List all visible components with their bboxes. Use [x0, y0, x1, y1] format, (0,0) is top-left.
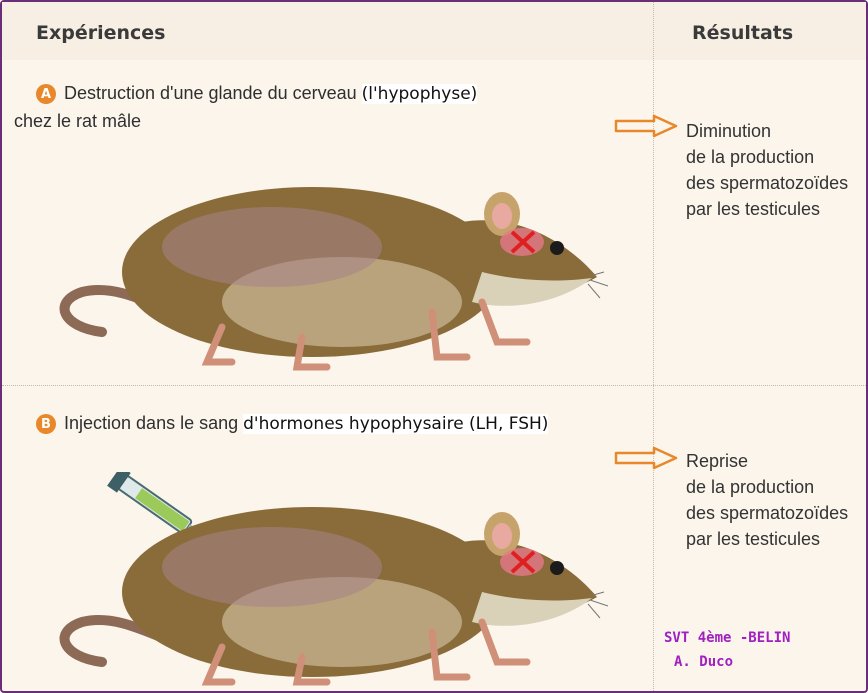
experiment-b-text: Injection dans le sang d'hormones hypoph…	[64, 410, 548, 437]
experiences-title: Expériences	[36, 22, 165, 44]
result-b-line: des spermatozoïdes	[686, 500, 866, 526]
arrow-right-icon	[614, 114, 680, 138]
result-b-line: de la production	[686, 474, 866, 500]
experiment-b-handwritten: d'hormones hypophysaire (LH, FSH)	[243, 414, 548, 434]
results-title: Résultats	[692, 22, 793, 44]
experiment-a-line2: chez le rat mâle	[14, 108, 141, 134]
badge-a-icon: A	[36, 84, 56, 104]
rat-a-illustration	[42, 152, 612, 372]
result-a: Diminution de la production des spermato…	[686, 118, 866, 222]
result-a-line: des spermatozoïdes	[686, 170, 866, 196]
arrow-right-icon	[614, 446, 680, 470]
result-a-line: de la production	[686, 144, 866, 170]
result-a-line: par les testicules	[686, 196, 866, 222]
result-b-line: Reprise	[686, 448, 866, 474]
experiment-a-handwritten: (l'hypophyse)	[362, 84, 478, 104]
result-a-line: Diminution	[686, 118, 866, 144]
column-divider	[653, 2, 654, 691]
credit-line2: A. Duco	[674, 654, 733, 670]
result-b-line: par les testicules	[686, 526, 866, 552]
row-divider	[2, 385, 866, 386]
rat-b-illustration	[42, 472, 612, 692]
result-b: Reprise de la production des spermatozoï…	[686, 448, 866, 552]
experiment-a-text: Destruction d'une glande du cerveau (l'h…	[64, 80, 477, 107]
experiment-b-printed: Injection dans le sang	[64, 413, 238, 433]
credit-line1: SVT 4ème -BELIN	[664, 630, 790, 646]
badge-b-icon: B	[36, 414, 56, 434]
experiment-a-printed: Destruction d'une glande du cerveau	[64, 83, 357, 103]
